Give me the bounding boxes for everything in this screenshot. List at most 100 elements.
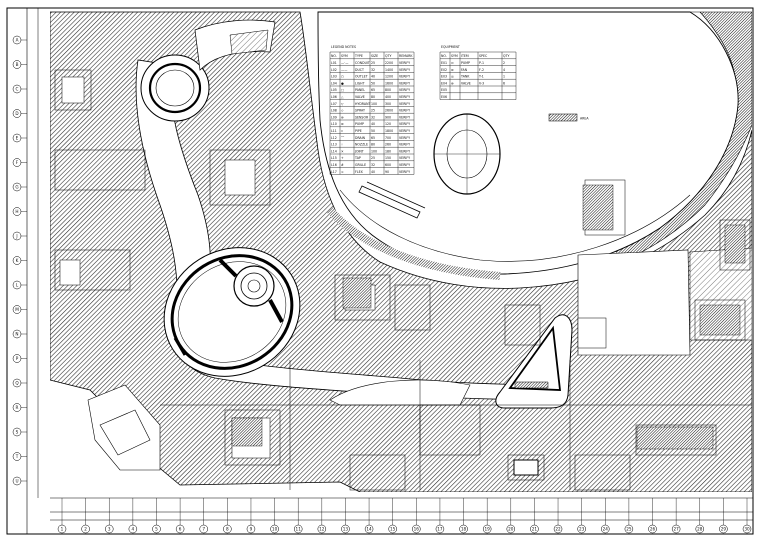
legend_left-cell: OUTLET bbox=[355, 75, 368, 79]
grid-label-bottom: 5 bbox=[155, 527, 158, 532]
grid-bubble-left bbox=[12, 35, 22, 45]
grid-bubble-bottom bbox=[152, 524, 161, 534]
grid-label-left: A bbox=[16, 38, 19, 43]
legend_left-cell: VERIFY bbox=[399, 143, 410, 147]
legend_left-cell: ═ bbox=[340, 129, 343, 133]
grid-label-bottom: 7 bbox=[202, 527, 205, 532]
grid-label-bottom: 20 bbox=[508, 527, 514, 532]
legend_left-cell: DRAIN bbox=[355, 136, 366, 140]
legend_left-cell: 40 bbox=[371, 170, 375, 174]
legend_left-cell: ∞ bbox=[341, 170, 344, 174]
grid-bubble-bottom bbox=[624, 524, 634, 534]
legend_left-cell: VERIFY bbox=[399, 136, 410, 140]
grid-label-left: D bbox=[15, 111, 18, 116]
legend_left-cell: 40 bbox=[371, 75, 375, 79]
legend_left-cell: VERIFY bbox=[399, 170, 410, 174]
grid-bubble-left bbox=[12, 182, 22, 192]
legend_left-cell: L06 bbox=[331, 95, 337, 99]
grid-label-bottom: 25 bbox=[626, 527, 632, 532]
legend_left-cell: HYDRANT bbox=[355, 102, 370, 106]
legend_left-cell: 80 bbox=[371, 95, 375, 99]
legend_left-cell: × bbox=[341, 149, 344, 153]
legend_right-cell: ⊗ bbox=[451, 68, 454, 72]
grid-label-left: E bbox=[16, 136, 19, 141]
legend_left-cell: 260 bbox=[385, 143, 391, 147]
legend_left-cell: 32 bbox=[371, 68, 375, 72]
grid-label-bottom: 14 bbox=[366, 527, 372, 532]
legend_left-cell: 600 bbox=[385, 163, 391, 167]
grid-bubble-bottom bbox=[81, 524, 90, 534]
legend_left-cell: L10 bbox=[331, 122, 337, 126]
grid-bubble-left bbox=[12, 231, 22, 241]
grid-bubble-bottom bbox=[341, 524, 350, 534]
legend-right-title: EQUIPMENT bbox=[441, 45, 460, 49]
grid-bubble-left bbox=[12, 207, 22, 216]
central-plaza bbox=[317, 11, 739, 275]
grid-label-bottom: 17 bbox=[437, 527, 443, 532]
grid-label-bottom: 27 bbox=[673, 527, 679, 532]
legend_right-cell: V-3 bbox=[479, 81, 484, 85]
grid-bubble-left bbox=[12, 60, 22, 69]
legend_left-cell: 150 bbox=[385, 156, 391, 160]
legend_left-cell: VERIFY bbox=[399, 122, 410, 126]
legend_right-cell: VALVE bbox=[461, 81, 471, 85]
legend_right-cell: E03 bbox=[441, 75, 447, 79]
grid-label-left: C bbox=[16, 87, 19, 92]
legend_right-cell: 4 bbox=[503, 68, 505, 72]
grid-bubble-left bbox=[12, 452, 22, 461]
legend_left-header-cell: TYPE bbox=[354, 54, 363, 58]
grid-bubble-bottom bbox=[601, 524, 610, 534]
grid-bubble-bottom bbox=[57, 524, 67, 534]
legend-left-title: LEGEND NOTES bbox=[331, 45, 356, 49]
plaza-fountain bbox=[433, 113, 501, 195]
legend_left-cell: VERIFY bbox=[399, 109, 410, 113]
legend_left-cell: 2200 bbox=[385, 61, 393, 65]
legend_left-cell: 300 bbox=[385, 102, 391, 106]
grid-bubble-bottom bbox=[175, 524, 185, 534]
grid-bubble-left bbox=[12, 403, 22, 412]
grid-label-left: U bbox=[15, 479, 18, 484]
grid-label-bottom: 19 bbox=[485, 527, 491, 532]
floor-plan bbox=[50, 11, 752, 492]
grid-bubble-bottom bbox=[246, 524, 256, 534]
legend_right-cell: F-2 bbox=[479, 68, 484, 72]
legend_left-cell: VERIFY bbox=[399, 149, 410, 153]
grid-bubble-bottom bbox=[459, 524, 468, 534]
legend_left-cell: 40 bbox=[371, 122, 375, 126]
legend_left-cell: ▽ bbox=[341, 102, 344, 106]
grid-label-bottom: 28 bbox=[697, 527, 703, 532]
grid-label-left: L bbox=[16, 283, 19, 288]
grid-bubble-left bbox=[12, 109, 22, 118]
grid-label-left: R bbox=[16, 405, 19, 410]
legend_left-cell: VERIFY bbox=[399, 115, 410, 119]
legend_left-cell: —·— bbox=[341, 61, 349, 65]
legend_left-cell: ⌒ bbox=[341, 135, 345, 140]
grid-bubble-bottom bbox=[199, 524, 208, 534]
legend_right-cell: E01 bbox=[441, 61, 447, 65]
legend_left-cell: 50 bbox=[371, 129, 375, 133]
grid-label-bottom: 4 bbox=[132, 527, 135, 532]
grid-label-bottom: 10 bbox=[272, 527, 278, 532]
legend_left-cell: 90 bbox=[385, 170, 389, 174]
grid-bubble-left bbox=[12, 256, 22, 265]
grid-bubble-bottom bbox=[671, 524, 681, 534]
legend_right-header-cell: ITEM bbox=[461, 54, 469, 58]
legend_right-cell: PUMP bbox=[461, 61, 470, 65]
grid-label-left: F bbox=[16, 160, 19, 165]
grid-bubble-left bbox=[12, 158, 22, 167]
grid-bubble-bottom bbox=[317, 524, 327, 534]
grid-label-left: M bbox=[15, 307, 19, 312]
legend_right-cell: E04 bbox=[441, 81, 447, 85]
legend_left-cell: VERIFY bbox=[399, 95, 410, 99]
grid-bubble-bottom bbox=[104, 524, 114, 534]
legend_left-cell: 25 bbox=[371, 109, 375, 113]
legend_left-header-cell: NO. bbox=[331, 54, 337, 58]
legend_right-cell: P-1 bbox=[479, 61, 484, 65]
legend_left-header-cell: SYM bbox=[341, 54, 348, 58]
legend_left-cell: VERIFY bbox=[399, 129, 410, 133]
grid-bubble-bottom bbox=[364, 524, 374, 534]
legend_left-cell: 25 bbox=[371, 156, 375, 160]
legend_left-header-cell: REMARK bbox=[399, 54, 413, 58]
